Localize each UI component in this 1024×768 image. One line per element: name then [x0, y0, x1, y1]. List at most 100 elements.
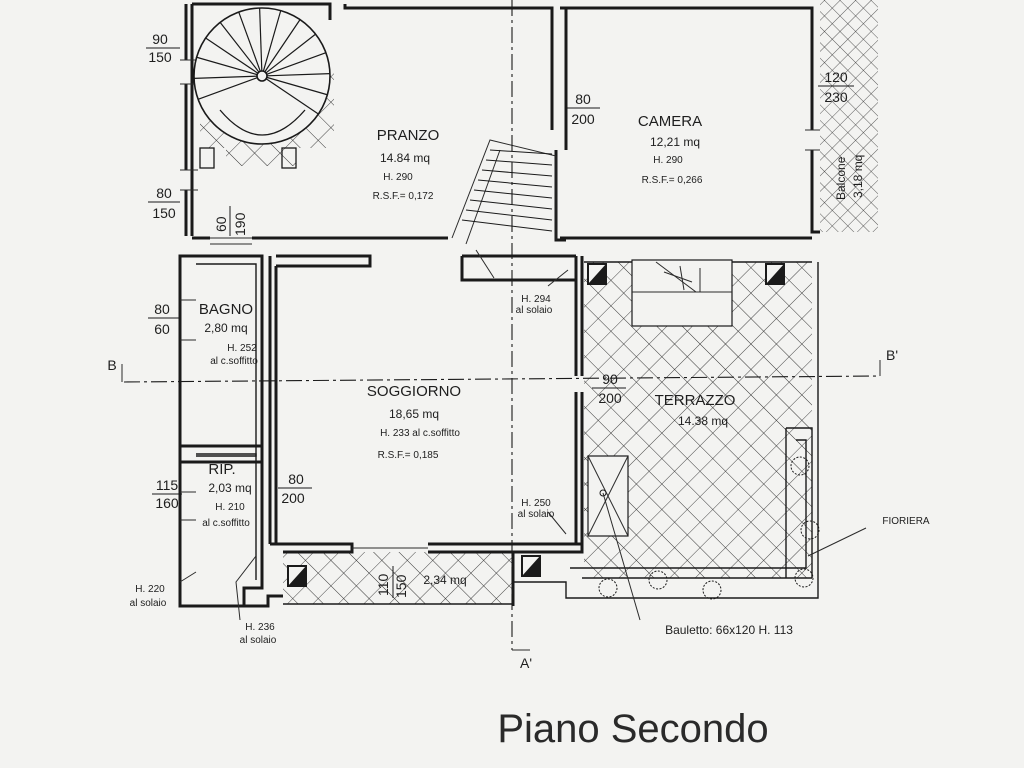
svg-text:80: 80: [575, 91, 591, 107]
stair-step: [485, 159, 553, 166]
soggiorno-area: 18,65 mq: [389, 407, 439, 421]
svg-text:90: 90: [152, 31, 168, 47]
balcone-name: Balcone: [834, 156, 848, 200]
bagno-area: 2,80 mq: [204, 321, 247, 335]
bauletto-box: [587, 455, 629, 537]
svg-text:150: 150: [393, 574, 409, 598]
camera-name: CAMERA: [638, 113, 702, 130]
opening-120-230: 120 230: [818, 69, 854, 105]
h294-label: H. 294: [521, 294, 551, 305]
rip-height: H. 210: [215, 502, 245, 513]
spiral-step: [266, 73, 330, 77]
svg-text:200: 200: [598, 390, 622, 406]
spiral-step: [219, 22, 260, 73]
camera-rsf: R.S.F.= 0,266: [642, 175, 703, 186]
walls: [178, 2, 820, 608]
section-a-prime-label: A': [520, 655, 532, 671]
loggia-floor: [283, 552, 513, 604]
soggiorno-name: SOGGIORNO: [367, 383, 461, 400]
leader-lines: [179, 269, 867, 621]
h220-label: H. 220: [135, 584, 165, 595]
opening-90-150: 90 150: [146, 31, 180, 65]
spiral-step: [262, 10, 282, 72]
terrazzo-floor: [584, 262, 812, 578]
rip-name: RIP.: [208, 461, 235, 478]
plant-pot: [702, 580, 722, 600]
svg-text:60: 60: [154, 321, 170, 337]
opening-80-150: 80 150: [148, 185, 180, 221]
svg-text:150: 150: [148, 49, 172, 65]
terrazzo-area: 14.38 mq: [678, 414, 728, 428]
svg-text:115: 115: [156, 477, 179, 493]
svg-text:80: 80: [156, 185, 172, 201]
plant-pot: [790, 456, 810, 476]
svg-text:80: 80: [288, 471, 304, 487]
straight-staircase: [451, 139, 557, 279]
page-title: Piano Secondo: [497, 707, 768, 751]
camera-height: H. 290: [653, 155, 683, 166]
section-b-label: B: [107, 357, 116, 373]
svg-text:90: 90: [602, 371, 618, 387]
soggiorno-rsf: R.S.F.= 0,185: [378, 450, 439, 461]
bagno-height: H. 252: [227, 343, 257, 354]
svg-text:150: 150: [152, 205, 176, 221]
pranzo-rsf: R.S.F.= 0,172: [373, 191, 434, 202]
svg-text:200: 200: [281, 490, 305, 506]
fioriera-plants: [598, 456, 820, 600]
spiral-step: [196, 56, 258, 76]
plant-pot: [598, 578, 618, 598]
opening-60-190: 60 190: [213, 206, 248, 236]
stair-step: [465, 209, 553, 221]
spiral-step: [266, 76, 328, 96]
spiral-step: [265, 78, 319, 115]
opening-90-200: 90 200: [592, 371, 626, 406]
terrazzo-name: TERRAZZO: [655, 392, 736, 409]
spiral-step: [238, 11, 261, 72]
loggia-area: 2,34 mq: [423, 573, 466, 587]
svg-text:60: 60: [213, 216, 229, 232]
rip-note: al c.soffitto: [202, 518, 250, 529]
h294-note: al solaio: [516, 305, 553, 316]
flue-squares: [287, 263, 785, 587]
balcone-floor: [820, 0, 878, 232]
rip-area: 2,03 mq: [208, 481, 251, 495]
svg-text:190: 190: [232, 212, 248, 236]
plant-pot: [800, 520, 820, 540]
stair-step: [481, 169, 553, 177]
section-lines: [121, 0, 881, 651]
stair-step: [473, 189, 553, 199]
svg-text:110: 110: [375, 573, 391, 596]
spiral-staircase: [193, 7, 331, 169]
height-annotations: H. 294 al solaio H. 250 al solaio H. 220…: [130, 294, 930, 646]
pranzo-height: H. 290: [383, 172, 413, 183]
svg-text:230: 230: [824, 89, 848, 105]
opening-110-150: 110 150: [375, 566, 409, 598]
h220-note: al solaio: [130, 598, 167, 609]
svg-text:160: 160: [155, 495, 179, 511]
svg-text:80: 80: [154, 301, 170, 317]
pranzo-name: PRANZO: [377, 127, 440, 144]
bagno-name: BAGNO: [199, 301, 253, 318]
opening-115-160: 115 160: [152, 477, 182, 511]
opening-80-60: 80 60: [148, 301, 180, 337]
terrace-stairs: [631, 259, 733, 327]
opening-80-200-pranzo: 80 200: [566, 91, 600, 127]
spiral-step: [265, 33, 316, 74]
section-b-prime-label: B': [886, 347, 898, 363]
balcone-area: 3,18 mq: [851, 155, 865, 198]
stair-step: [461, 219, 553, 232]
bauletto-label: Bauletto: 66x120 H. 113: [665, 623, 793, 637]
windows: [180, 59, 820, 549]
spiral-step: [194, 75, 258, 79]
h236-note: al solaio: [240, 635, 277, 646]
bagno-note: al c.soffitto: [210, 356, 258, 367]
h250-label: H. 250: [521, 498, 551, 509]
plant-pot: [794, 568, 814, 588]
opening-dimensions: 90 150 80 150 60 190 80 200 120 230 80 6…: [146, 31, 854, 598]
plant-pot: [648, 570, 668, 590]
pranzo-area: 14.84 mq: [380, 151, 430, 165]
h250-note: al solaio: [518, 509, 555, 520]
stair-step: [489, 149, 553, 155]
h236-label: H. 236: [245, 622, 275, 633]
